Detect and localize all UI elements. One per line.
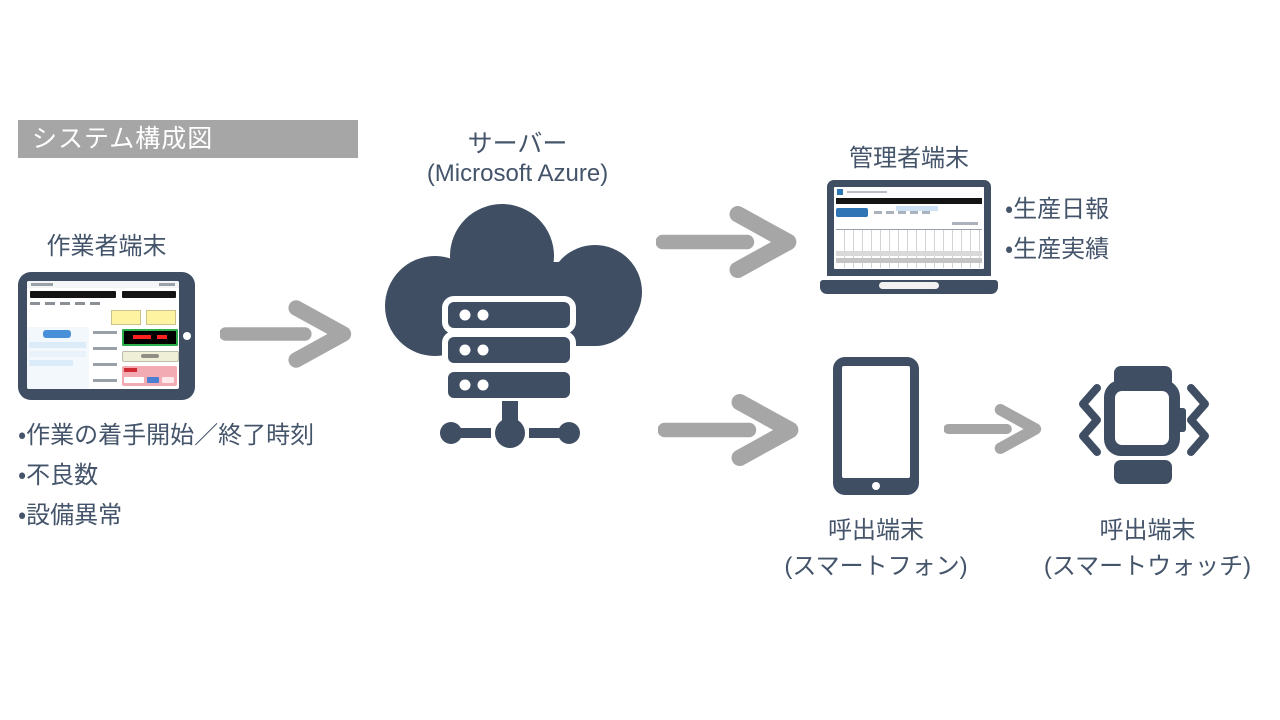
list-item: ・不良数 bbox=[18, 462, 99, 489]
cloud-server-icon bbox=[385, 204, 642, 448]
list-item: ・設備異常 bbox=[18, 502, 123, 529]
list-item: ・作業の着手開始／終了時刻 bbox=[18, 422, 315, 449]
right-arrow-icon bbox=[656, 206, 797, 278]
list-item: ・生産実績 bbox=[1005, 236, 1110, 263]
right-arrow-icon bbox=[658, 394, 799, 466]
page-title: システム構成図 bbox=[18, 120, 358, 158]
admin-bullet-list: ・生産日報 ・生産実績 bbox=[1005, 190, 1109, 270]
smartwatch-icon bbox=[1079, 366, 1209, 484]
tablet-screen-preview bbox=[27, 281, 179, 389]
call-terminal-phone-sublabel: (スマートフォン) bbox=[784, 553, 968, 580]
smartphone-icon bbox=[833, 357, 919, 495]
right-arrow-icon bbox=[220, 300, 352, 368]
admin-terminal-label: 管理者端末 bbox=[849, 145, 969, 172]
worker-bullet-list: ・作業の着手開始／終了時刻 ・不良数 ・設備異常 bbox=[18, 416, 314, 536]
laptop-screen-preview bbox=[834, 187, 984, 269]
right-arrow-icon bbox=[944, 404, 1042, 454]
tablet-icon bbox=[18, 272, 195, 400]
call-terminal-phone-label: 呼出端末 bbox=[828, 517, 924, 544]
server-sublabel: (Microsoft Azure) bbox=[426, 160, 609, 187]
vibration-lines-right bbox=[1187, 384, 1209, 456]
vibration-lines-left bbox=[1079, 384, 1101, 456]
tablet-home-button bbox=[183, 332, 191, 340]
worker-terminal-label: 作業者端末 bbox=[46, 233, 167, 260]
laptop-icon bbox=[820, 180, 998, 296]
call-terminal-watch-label: 呼出端末 bbox=[1099, 517, 1196, 544]
server-label: サーバー bbox=[467, 130, 568, 158]
list-item: ・生産日報 bbox=[1005, 196, 1110, 223]
phone-home-button bbox=[872, 482, 880, 490]
call-terminal-watch-sublabel: (スマートウォッチ) bbox=[1043, 553, 1252, 580]
